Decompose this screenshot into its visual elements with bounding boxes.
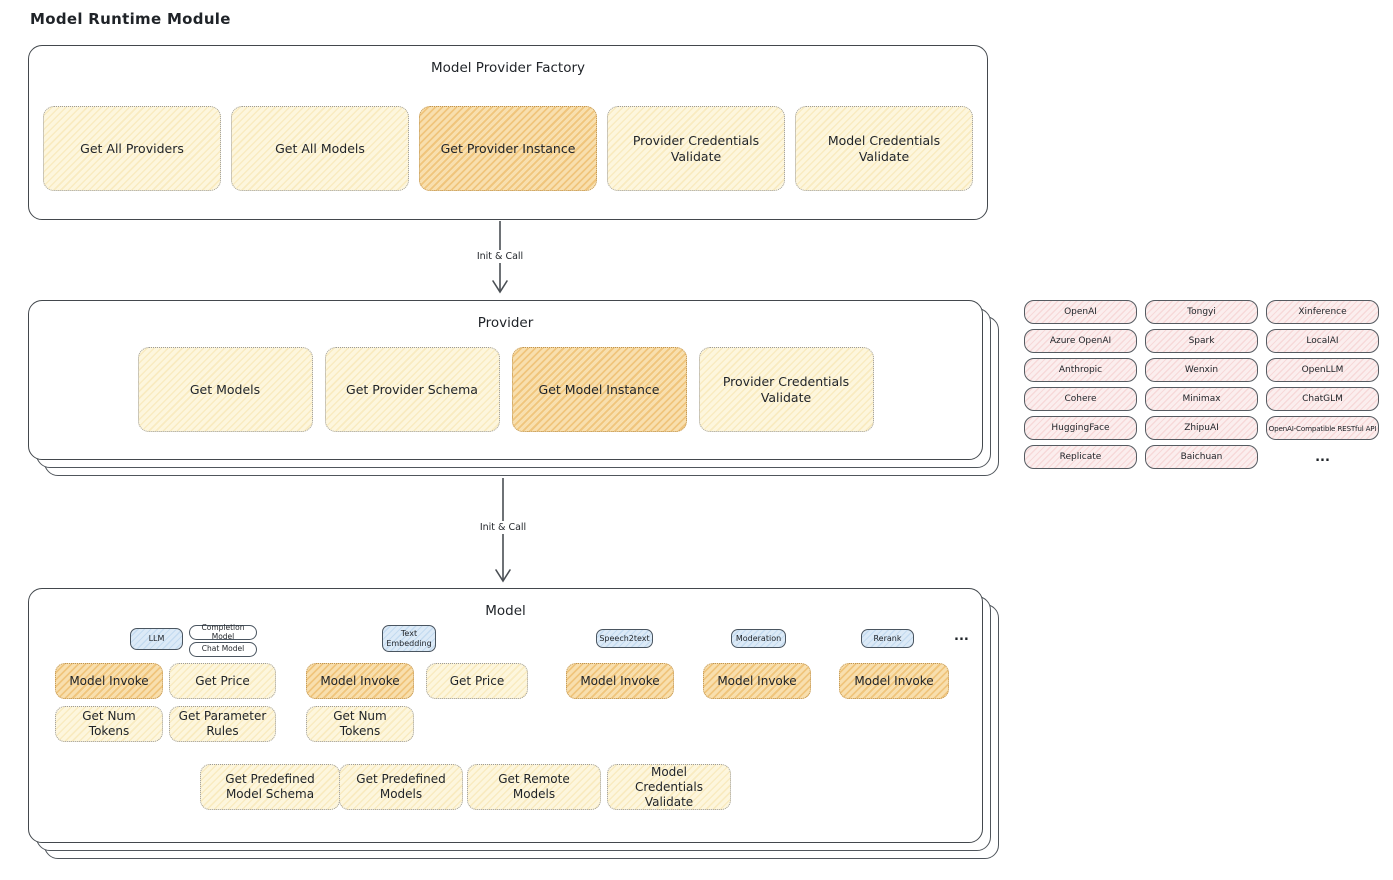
node-text-embedding-model-invoke: Model Invoke [306,663,414,699]
node-model-credentials-validate-2: Model Credentials Validate [607,764,731,810]
provider-replicate: Replicate [1024,445,1137,469]
model-provider-factory-group: Model Provider Factory Get All Providers… [28,45,988,220]
more-model-types-ellipsis: ... [954,629,969,644]
more-providers-ellipsis: ... [1315,449,1330,465]
node-text-embedding-get-num-tokens: Get Num Tokens [306,706,414,742]
node-get-model-instance: Get Model Instance [511,347,687,432]
node-speech2text-model-invoke: Model Invoke [566,663,674,699]
provider-wenxin: Wenxin [1145,358,1258,382]
provider-button-row: Get Models Get Provider Schema Get Model… [29,347,982,432]
node-provider-credentials-validate: Provider Credentials Validate [607,106,785,191]
tag-llm: LLM [130,628,183,650]
model-box: Model LLM Completion Model Chat Model Te… [28,588,983,843]
provider-xinference: Xinference [1266,300,1379,324]
provider-zhipuai: ZhipuAI [1145,416,1258,440]
provider-openllm: OpenLLM [1266,358,1379,382]
node-get-predefined-model-schema: Get Predefined Model Schema [200,764,340,810]
node-llm-get-parameter-rules: Get Parameter Rules [169,706,276,742]
provider-chatglm: ChatGLM [1266,387,1379,411]
provider-title: Provider [477,315,534,331]
diagram-title: Model Runtime Module [30,10,231,28]
node-llm-get-num-tokens: Get Num Tokens [55,706,163,742]
factory-button-row: Get All Providers Get All Models Get Pro… [43,106,973,191]
node-get-models: Get Models [137,347,313,432]
provider-anthropic: Anthropic [1024,358,1137,382]
model-title: Model [485,603,526,619]
tag-speech2text: Speech2text [596,629,653,648]
provider-baichuan: Baichuan [1145,445,1258,469]
tag-chat-model: Chat Model [189,642,257,657]
provider-openai-compatible-restful-api: OpenAI-Compatible RESTful API [1266,416,1379,440]
node-get-provider-instance: Get Provider Instance [419,106,597,191]
factory-title: Model Provider Factory [430,60,585,76]
arrow-label-init-call-1: Init & Call [440,250,560,263]
tag-rerank: Rerank [861,629,914,648]
node-llm-model-invoke: Model Invoke [55,663,163,699]
node-provider-credentials-validate-2: Provider Credentials Validate [698,347,874,432]
node-llm-get-price: Get Price [169,663,276,699]
provider-azure-openai: Azure OpenAI [1024,329,1137,353]
node-rerank-model-invoke: Model Invoke [839,663,949,699]
tag-moderation: Moderation [731,629,786,648]
node-text-embedding-get-price: Get Price [426,663,528,699]
provider-cohere: Cohere [1024,387,1137,411]
node-get-provider-schema: Get Provider Schema [324,347,500,432]
tag-text-embedding: Text Embedding [382,625,436,652]
provider-box: Provider Get Models Get Provider Schema … [28,300,983,460]
provider-spark: Spark [1145,329,1258,353]
provider-tongyi: Tongyi [1145,300,1258,324]
node-moderation-model-invoke: Model Invoke [703,663,811,699]
arrow-label-init-call-2: Init & Call [443,521,563,534]
node-model-credentials-validate: Model Credentials Validate [795,106,973,191]
tag-completion-model: Completion Model [189,623,257,640]
provider-list: OpenAI Tongyi Xinference Azure OpenAI Sp… [1024,300,1380,469]
node-get-remote-models: Get Remote Models [467,764,601,810]
provider-openai: OpenAI [1024,300,1137,324]
provider-minimax: Minimax [1145,387,1258,411]
node-get-all-models: Get All Models [231,106,409,191]
provider-localai: LocalAI [1266,329,1379,353]
provider-huggingface: HuggingFace [1024,416,1137,440]
node-get-predefined-models: Get Predefined Models [339,764,463,810]
node-get-all-providers: Get All Providers [43,106,221,191]
